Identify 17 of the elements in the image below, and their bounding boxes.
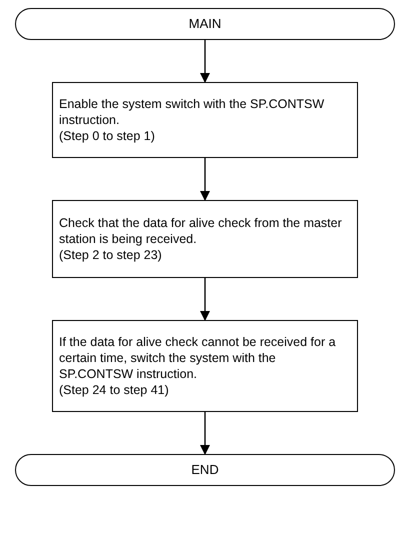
- step-range: (Step 2 to step 23): [59, 247, 163, 263]
- arrow: [200, 278, 210, 321]
- process-box: [52, 200, 358, 278]
- process-box: [52, 320, 358, 412]
- terminator-shape: [15, 454, 395, 486]
- step-range: (Step 24 to step 41): [59, 382, 170, 398]
- terminator-label: END: [191, 461, 219, 480]
- step-description: Enable the system switch with the SP.CONTSW instruction.: [59, 96, 326, 128]
- step-description: Check that the data for alive check from the master station is being received.: [59, 215, 343, 247]
- step-range: (Step 0 to step 1): [59, 128, 156, 144]
- arrow: [200, 40, 210, 83]
- terminator-label: MAIN: [188, 15, 222, 34]
- process-box: [52, 82, 358, 158]
- step-description: If the data for alive check cannot be received for a certain time, switch the system with the SP.CONTSW instruction.: [59, 334, 337, 382]
- terminator-shape: [15, 8, 395, 40]
- arrow: [200, 412, 210, 455]
- arrow: [200, 158, 210, 201]
